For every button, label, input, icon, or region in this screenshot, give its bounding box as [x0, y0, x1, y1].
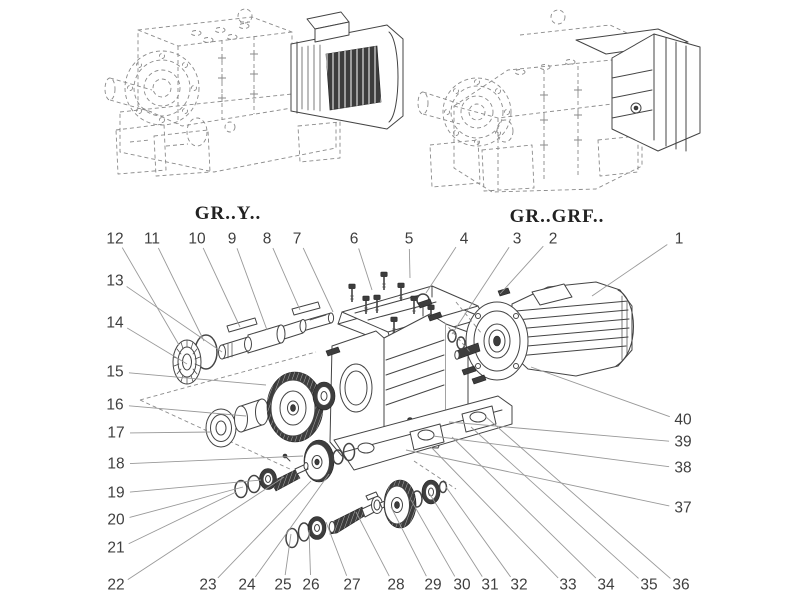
part-number-13: 13: [106, 273, 123, 290]
leader-line-8: [272, 247, 301, 311]
leader-line-11: [157, 247, 205, 342]
leader-line-36: [485, 416, 671, 579]
part-number-4: 4: [460, 231, 469, 248]
variant-title-gr-y: GR..Y..: [195, 203, 261, 224]
leader-line-1: [591, 244, 668, 297]
gear-housing: [329, 313, 513, 471]
leader-line-6: [358, 248, 373, 291]
part-number-39: 39: [674, 434, 691, 451]
part-number-2: 2: [549, 231, 558, 248]
part-number-35: 35: [640, 577, 657, 594]
part-number-25: 25: [274, 577, 291, 594]
leader-line-2: [499, 245, 544, 295]
leader-line-31: [428, 492, 483, 577]
part-number-33: 33: [559, 577, 576, 594]
part-number-14: 14: [106, 315, 124, 332]
input-cover-drawing: [575, 28, 701, 152]
part-number-15: 15: [106, 364, 123, 381]
leader-line-17: [129, 431, 213, 434]
leader-line-23: [217, 480, 312, 579]
leader-line-32: [445, 486, 512, 578]
part-number-16: 16: [106, 397, 123, 414]
part-number-3: 3: [513, 231, 522, 248]
part-number-12: 12: [106, 231, 123, 248]
leader-line-10: [202, 247, 241, 328]
leader-line-27: [325, 521, 348, 576]
gr-grf-unit-drawing: [417, 9, 701, 193]
leader-line-18: [129, 455, 304, 465]
exploded-view: [139, 271, 634, 549]
part-number-17: 17: [107, 425, 124, 442]
leader-line-22: [127, 476, 285, 580]
leader-line-20: [129, 486, 244, 518]
part-number-20: 20: [107, 512, 125, 529]
leader-line-4: [425, 246, 457, 294]
part-number-24: 24: [238, 577, 256, 594]
part-number-30: 30: [453, 577, 471, 594]
part-number-38: 38: [674, 460, 691, 477]
leader-line-25: [284, 533, 292, 576]
part-number-8: 8: [263, 231, 272, 248]
leader-line-26: [308, 529, 311, 576]
motor-drawing: [290, 11, 404, 130]
part-number-37: 37: [674, 500, 691, 517]
leader-line-19: [129, 479, 262, 493]
part-number-18: 18: [107, 456, 124, 473]
part-number-28: 28: [387, 577, 404, 594]
leader-line-12: [121, 247, 180, 346]
mid-bearing: [312, 381, 336, 411]
leader-line-9: [236, 248, 268, 331]
part-number-23: 23: [199, 577, 216, 594]
part-number-26: 26: [302, 577, 319, 594]
part-number-40: 40: [674, 412, 692, 429]
leader-line-33: [430, 446, 559, 579]
part-number-7: 7: [293, 231, 302, 248]
leader-line-40: [530, 366, 670, 418]
leader-line-3: [451, 247, 510, 335]
leader-line-34: [451, 436, 597, 579]
leader-line-24: [254, 473, 330, 578]
part-number-9: 9: [228, 231, 237, 248]
part-number-32: 32: [510, 577, 527, 594]
leader-line-13: [126, 286, 223, 353]
part-number-1: 1: [675, 231, 684, 248]
input-shaft-cluster: [285, 479, 448, 549]
part-number-10: 10: [188, 231, 206, 248]
part-number-5: 5: [405, 231, 414, 248]
gr-y-unit-drawing: [104, 8, 404, 177]
leader-line-16: [128, 405, 247, 417]
part-number-34: 34: [597, 577, 615, 594]
leader-line-7: [302, 247, 334, 313]
leader-line-29: [390, 506, 427, 577]
output-shaft-assembly: [172, 301, 341, 385]
variant-title-gr-grf: GR..GRF..: [510, 206, 605, 227]
leader-line-37: [405, 449, 670, 507]
part-number-36: 36: [672, 577, 689, 594]
part-number-21: 21: [107, 540, 124, 557]
part-number-11: 11: [144, 231, 160, 248]
leader-line-5: [408, 248, 411, 279]
part-number-29: 29: [424, 577, 441, 594]
leader-line-28: [355, 511, 390, 577]
part-number-19: 19: [107, 485, 124, 502]
motor-exploded: [417, 281, 634, 385]
leader-line-30: [410, 499, 456, 577]
leader-line-35: [470, 426, 639, 579]
intermediate-shaft-cluster: [234, 439, 356, 499]
leader-line-38: [432, 435, 670, 468]
part-number-6: 6: [350, 231, 359, 248]
part-number-27: 27: [343, 577, 360, 594]
part-number-22: 22: [107, 577, 124, 594]
output-bearing: [172, 339, 202, 385]
leader-line-39: [448, 421, 670, 442]
part-number-31: 31: [481, 577, 498, 594]
leader-line-21: [128, 491, 237, 545]
leader-line-15: [128, 372, 267, 386]
leader-line-14: [126, 327, 188, 365]
output-gear-cluster: [205, 371, 336, 448]
